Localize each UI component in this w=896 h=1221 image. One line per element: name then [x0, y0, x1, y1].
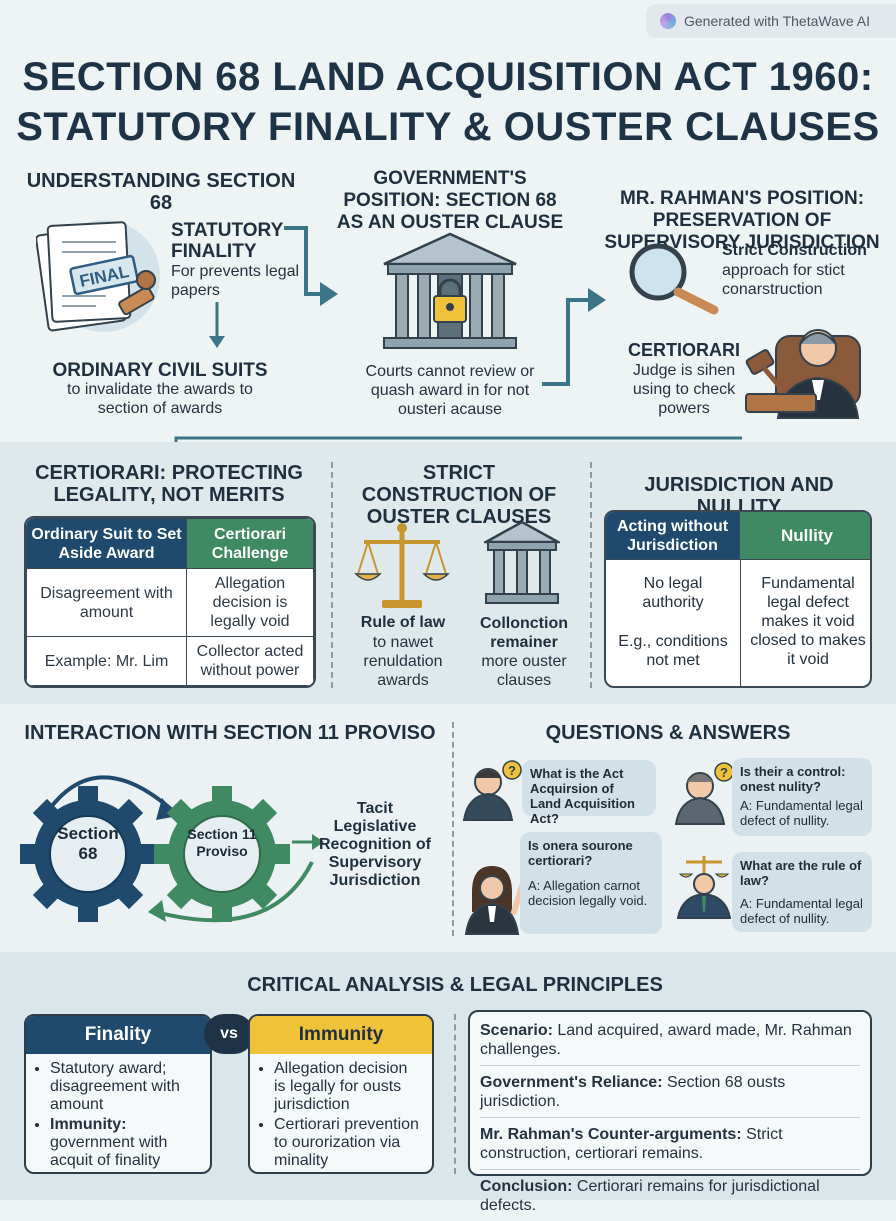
qa-bubble-4: What are the rule of law? A: Fundamental…	[732, 852, 872, 932]
cell-r1b: Allegation decision is legally void	[186, 568, 314, 637]
svg-text:?: ?	[720, 765, 728, 780]
conclusion-row: Conclusion: Certiorari remains for juris…	[480, 1178, 820, 1214]
svg-text:?: ?	[508, 763, 516, 778]
cell-r2a: Example: Mr. Lim	[26, 636, 187, 686]
statutory-finality-text: For prevents legal papers	[171, 263, 300, 299]
government-text: Courts cannot review or quash award in f…	[365, 363, 535, 418]
col-acting-without-jurisdiction: Acting without Jurisdiction	[606, 512, 740, 560]
scales-icon	[354, 523, 450, 608]
judge-gavel-icon	[745, 329, 861, 419]
divider	[452, 722, 454, 936]
civil-suits-text: to invalidate the awards to section of a…	[67, 381, 253, 417]
col-nullity: Nullity	[740, 512, 870, 560]
finality-panel: Finality Statutory award; disagreement w…	[24, 1014, 212, 1174]
understanding-heading: UNDERSTANDING SECTION 68	[26, 170, 296, 214]
thetawave-logo-icon	[660, 13, 676, 29]
divider	[454, 1014, 456, 1174]
qa-bubble-2: Is onera sourone certiorari? A: Allegati…	[520, 832, 662, 934]
scales-person-icon	[676, 856, 732, 919]
strict-construction-text: approach for stict conarstruction	[722, 262, 845, 298]
rahman-heading: MR. RAHMAN'S POSITION: PRESERVATION OF S…	[604, 188, 880, 253]
gear-section-11	[154, 786, 290, 922]
col-ordinary-suit: Ordinary Suit to Set Aside Award	[26, 518, 187, 569]
conclusions-panel: Scenario: Land acquired, award made, Mr.…	[468, 1010, 872, 1214]
gear1-label: Section 68	[57, 824, 119, 863]
arrow-right-small-icon	[292, 834, 324, 850]
certiorari-heading: CERTIORARI: PROTECTING LEGALITY, NOT MER…	[35, 462, 303, 506]
finality-item: Statutory award; disagreement with amoun…	[50, 1060, 200, 1114]
certiorari-title: CERTIORARI	[628, 340, 740, 360]
lawyer-pointing-icon	[464, 866, 525, 935]
cell-conditions-not-met: E.g., conditions not met	[618, 633, 728, 669]
interaction-heading: INTERACTION WITH SECTION 11 PROVISO	[24, 722, 436, 744]
immunity-item: Allegation decision is legally for ousts…	[274, 1060, 422, 1114]
badge-text: Generated with ThetaWave AI	[684, 13, 870, 29]
arrow-down-icon	[209, 302, 225, 348]
rule-of-law-text: to nawet renuldation awards	[363, 634, 443, 689]
government-reliance-row: Government's Reliance: Section 68 ousts …	[480, 1070, 860, 1118]
institution-icon	[484, 520, 560, 604]
qa-bubble-3: Is their a control: onest nulity? A: Fun…	[732, 758, 872, 836]
certiorari-table: Ordinary Suit to Set Aside Award Certior…	[24, 516, 316, 688]
civil-suits-title: ORDINARY CIVIL SUITS	[52, 360, 268, 381]
generated-badge: Generated with ThetaWave AI	[646, 4, 896, 38]
person-question-icon: ?	[674, 762, 734, 825]
scenario-row: Scenario: Land acquired, award made, Mr.…	[480, 1018, 860, 1066]
magnifier-icon	[629, 243, 719, 315]
vs-badge: vs	[204, 1014, 254, 1054]
certiorari-text: Judge is sihen using to check powers	[632, 362, 736, 417]
counter-arguments-row: Mr. Rahman's Counter-arguments: Strict c…	[480, 1122, 860, 1170]
finality-title: Finality	[26, 1016, 210, 1054]
immunity-item: Certiorari prevention to ourorization vi…	[274, 1116, 422, 1170]
tacit-recognition-text: Tacit Legislative Recognition of Supervi…	[319, 800, 431, 889]
arrow-up-right-icon	[542, 288, 606, 386]
cell-no-legal-authority: No legal authority	[642, 575, 704, 611]
documents-stamp-icon: FINAL	[36, 220, 160, 332]
finality-item: Immunity: government with acquit of fina…	[50, 1116, 200, 1170]
gear2-label: Section 11 Proviso	[187, 826, 257, 859]
strict-heading: STRICT CONSTRUCTION OF OUSTER CLAUSES	[361, 462, 557, 528]
courthouse-lock-icon	[383, 232, 517, 349]
page-title: SECTION 68 LAND ACQUISITION ACT 1960: ST…	[16, 55, 880, 149]
arrow-right-icon	[284, 226, 338, 306]
immunity-panel: Immunity Allegation decision is legally …	[248, 1014, 434, 1174]
cell-r2b: Collector acted without power	[186, 636, 314, 686]
government-heading: GOVERNMENT'S POSITION: SECTION 68 AS AN …	[336, 168, 564, 233]
statutory-finality-title: STATUTORY FINALITY	[171, 220, 283, 262]
question-bubble-1: What is the Act Acquirsion of Land Acqui…	[522, 760, 656, 826]
cell-r1a: Disagreement with amount	[26, 568, 187, 637]
cell-fundamental-defect: Fundamental legal defect makes it void c…	[750, 575, 866, 668]
divider	[331, 462, 333, 688]
col-certiorari-challenge: Certiorari Challenge	[186, 518, 314, 569]
jurisdiction-table: Acting without Jurisdiction Nullity No l…	[604, 510, 872, 688]
qa-heading: QUESTIONS & ANSWERS	[545, 722, 791, 744]
critical-heading: CRITICAL ANALYSIS & LEGAL PRINCIPLES	[247, 974, 663, 996]
immunity-title: Immunity	[250, 1016, 432, 1054]
gear-section-68	[20, 786, 156, 922]
collonction-title: Collonction remainer	[480, 615, 568, 651]
rule-of-law-title: Rule of law	[360, 614, 446, 631]
strict-construction-title: Strict Construction	[722, 242, 867, 259]
gears-icon	[20, 775, 314, 923]
divider	[590, 462, 592, 688]
collonction-text: more ouster clauses	[481, 653, 567, 689]
person-question-icon: ?	[462, 760, 522, 821]
